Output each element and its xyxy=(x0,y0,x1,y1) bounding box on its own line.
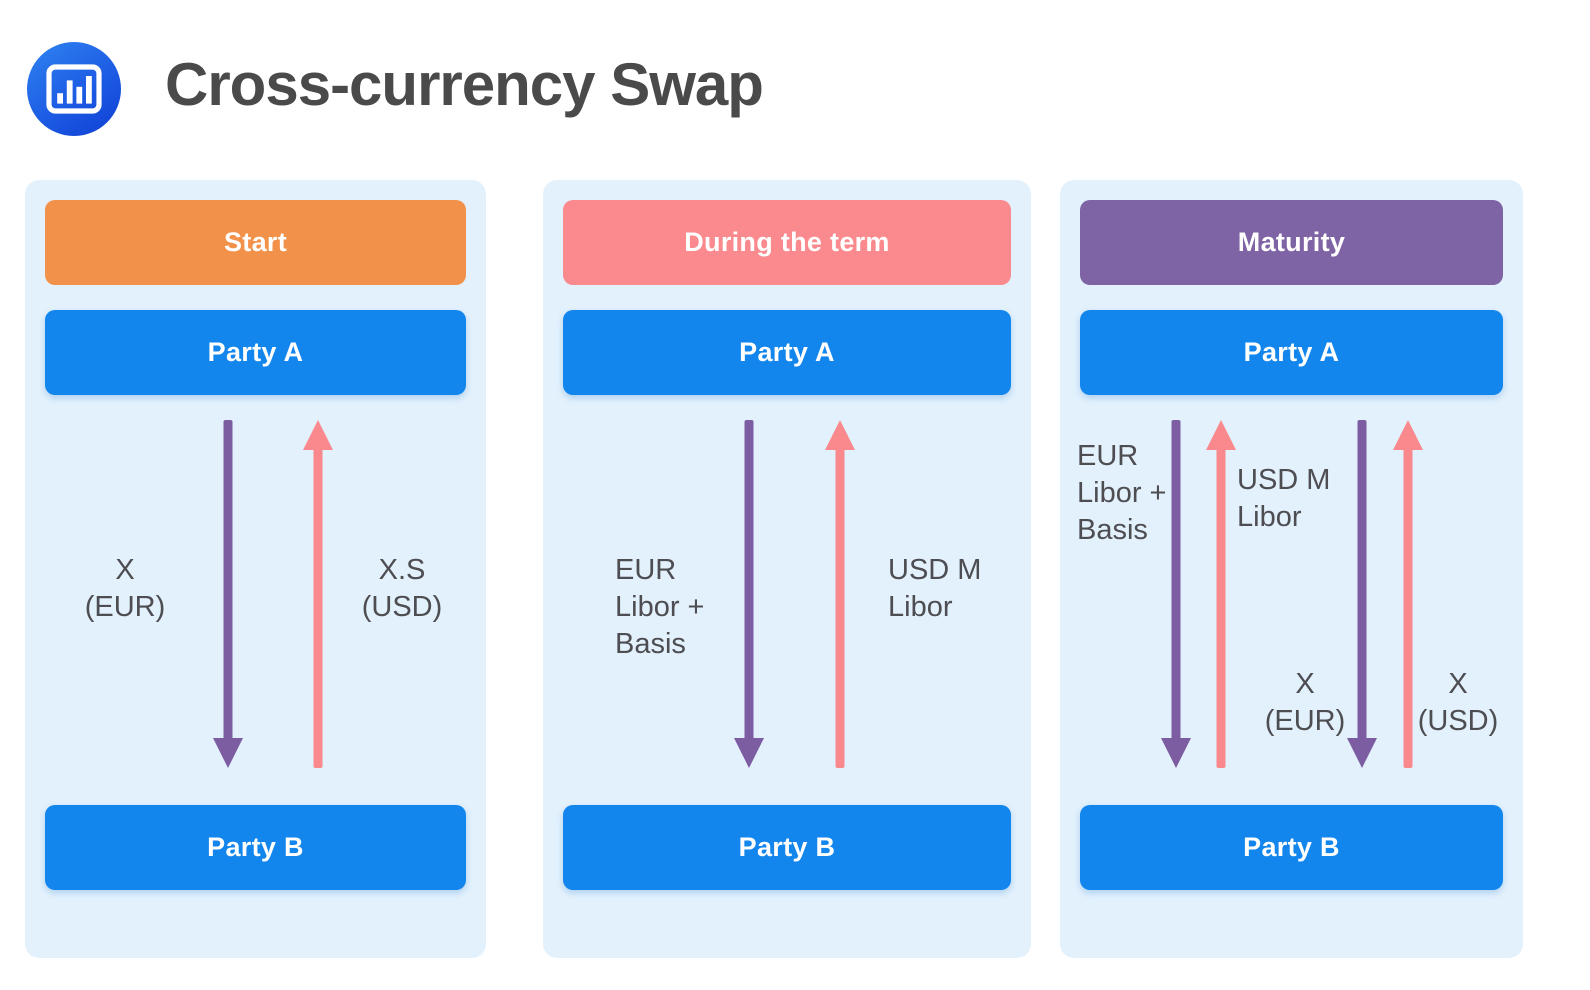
party-a-box: Party A xyxy=(1080,310,1503,395)
party-b-box: Party B xyxy=(1080,805,1503,890)
flow-label-usd-m-libor: USD M Libor xyxy=(888,554,982,623)
party-a-label: Party A xyxy=(1243,337,1340,367)
party-a-box: Party A xyxy=(45,310,466,395)
during-the-term-header: During the term xyxy=(563,200,1011,285)
party-a-box: Party A xyxy=(563,310,1011,395)
start-header-label: Start xyxy=(223,227,287,257)
party-b-label: Party B xyxy=(207,832,304,862)
up-arrow-usd xyxy=(303,420,333,768)
down-arrow-eur-libor xyxy=(734,420,764,768)
down-arrow-eur-libor xyxy=(1161,420,1191,768)
flow-label-eur-libor-basis: EUR Libor + Basis xyxy=(1077,440,1167,546)
party-b-label: Party B xyxy=(1243,832,1340,862)
down-arrow-x-eur xyxy=(1347,420,1377,768)
flow-label-x-eur: X (EUR) xyxy=(1264,668,1346,737)
flow-label-eur-libor-basis: EUR Libor + Basis xyxy=(615,554,705,660)
flow-label-x-eur: X (EUR) xyxy=(84,554,166,623)
party-a-label: Party A xyxy=(739,337,835,367)
party-b-label: Party B xyxy=(738,832,836,862)
bar-chart-icon xyxy=(46,64,102,114)
party-b-box: Party B xyxy=(563,805,1011,890)
page-title: Cross-currency Swap xyxy=(165,51,764,118)
panel-start: Start Party A X (EUR) X.S (USD) Party B xyxy=(25,180,486,958)
app-logo xyxy=(27,42,121,136)
maturity-header-label: Maturity xyxy=(1237,227,1346,257)
panel-during-the-term: During the term Party A EUR Libor + Basi… xyxy=(543,180,1031,958)
down-arrow-eur xyxy=(213,420,243,768)
flow-label-usd-m-libor: USD M Libor xyxy=(1237,464,1331,533)
party-a-label: Party A xyxy=(207,337,304,367)
up-arrow-x-usd xyxy=(1393,420,1423,768)
panel-maturity: Maturity Party A EUR Libor + Basis USD M… xyxy=(1060,180,1523,958)
flow-label-x-usd: X (USD) xyxy=(1417,668,1499,737)
up-arrow-usd-libor xyxy=(1206,420,1236,768)
during-the-term-header-label: During the term xyxy=(684,227,890,257)
start-header: Start xyxy=(45,200,466,285)
flow-label-xs-usd: X.S (USD) xyxy=(361,554,443,623)
party-b-box: Party B xyxy=(45,805,466,890)
maturity-header: Maturity xyxy=(1080,200,1503,285)
up-arrow-usd-libor xyxy=(825,420,855,768)
